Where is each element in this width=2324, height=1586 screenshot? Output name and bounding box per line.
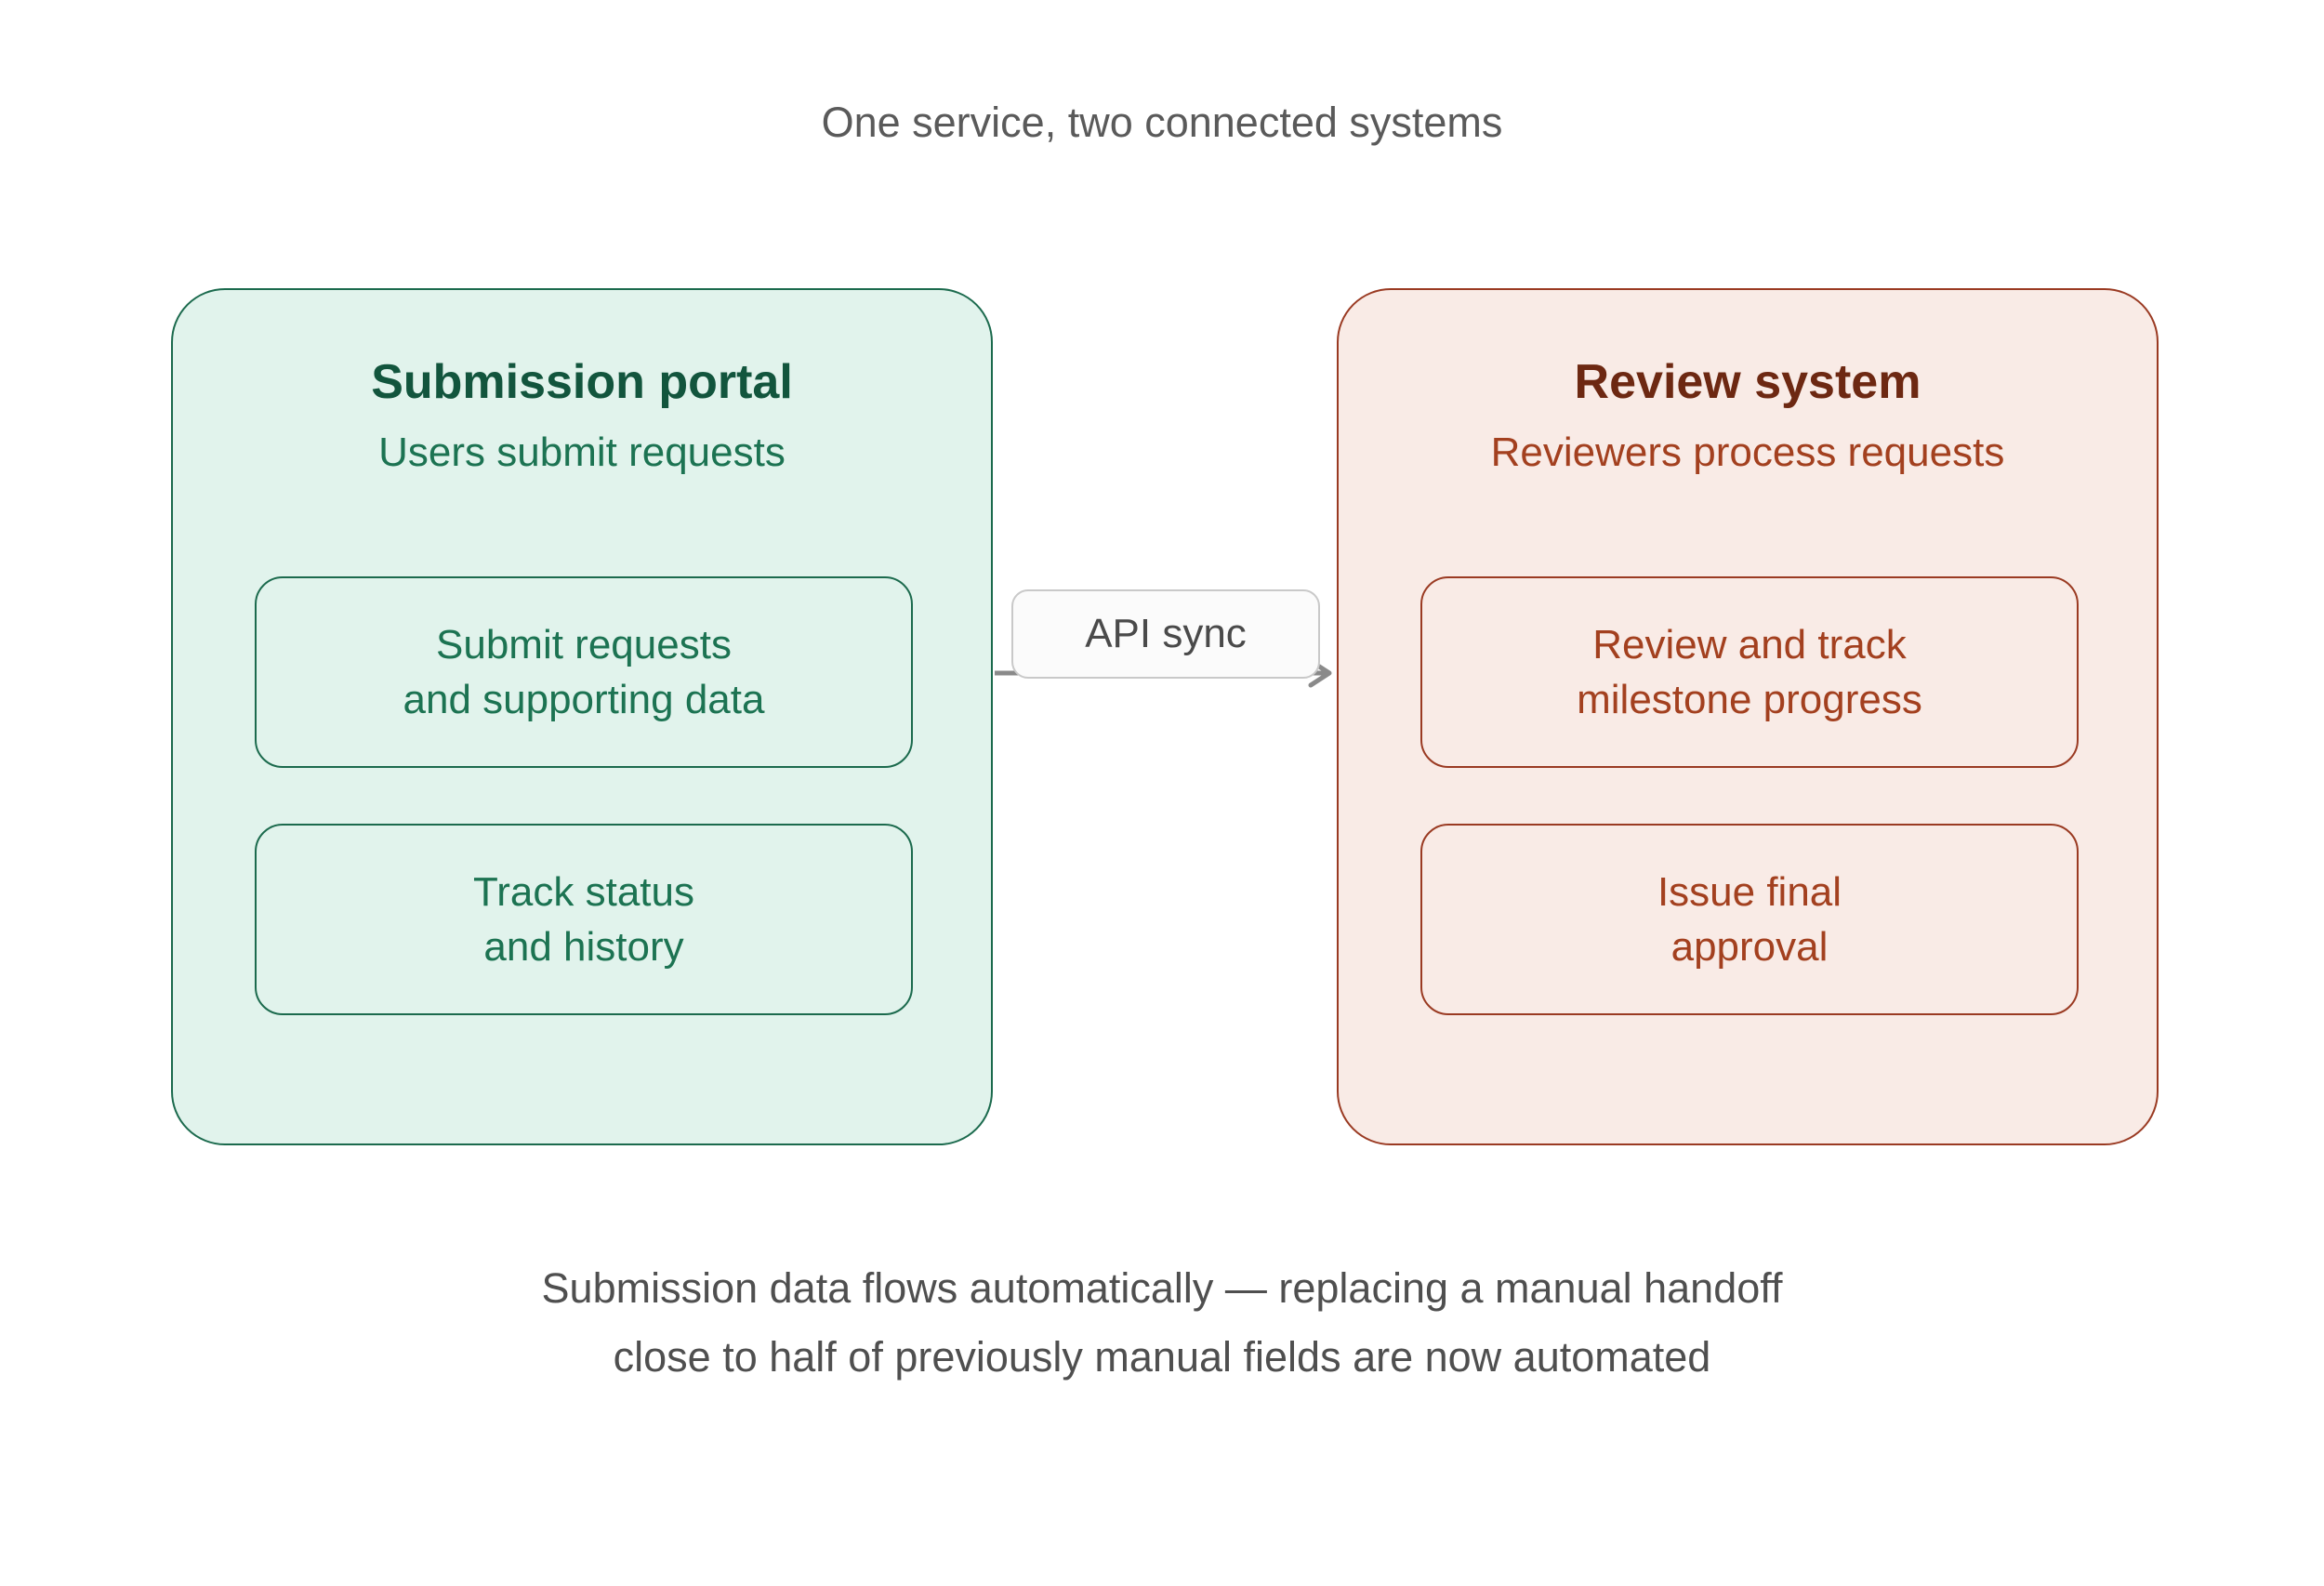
portal-item-submit: Submit requests and supporting data — [255, 576, 913, 768]
review-subtitle: Reviewers process requests — [1490, 430, 2005, 475]
portal-item-track-label: Track status and history — [473, 869, 694, 970]
caption-line-2: close to half of previously manual field… — [613, 1333, 1711, 1381]
portal-subtitle: Users submit requests — [378, 430, 786, 475]
submission-portal-panel: Submission portal Users submit requests … — [171, 288, 993, 1145]
portal-item-submit-label: Submit requests and supporting data — [403, 622, 765, 722]
portal-title: Submission portal — [371, 355, 793, 409]
api-sync-label: API sync — [1011, 589, 1320, 679]
review-item-track-label: Review and track milestone progress — [1577, 622, 1922, 722]
caption-line-1: Submission data flows automatically — re… — [541, 1264, 1783, 1312]
review-item-approval-label: Issue final approval — [1657, 869, 1842, 970]
review-item-track: Review and track milestone progress — [1420, 576, 2079, 768]
diagram-title: One service, two connected systems — [821, 99, 1503, 146]
portal-item-track: Track status and history — [255, 824, 913, 1015]
review-item-approval: Issue final approval — [1420, 824, 2079, 1015]
review-title: Review system — [1574, 355, 1921, 409]
review-system-panel: Review system Reviewers process requests… — [1337, 288, 2159, 1145]
